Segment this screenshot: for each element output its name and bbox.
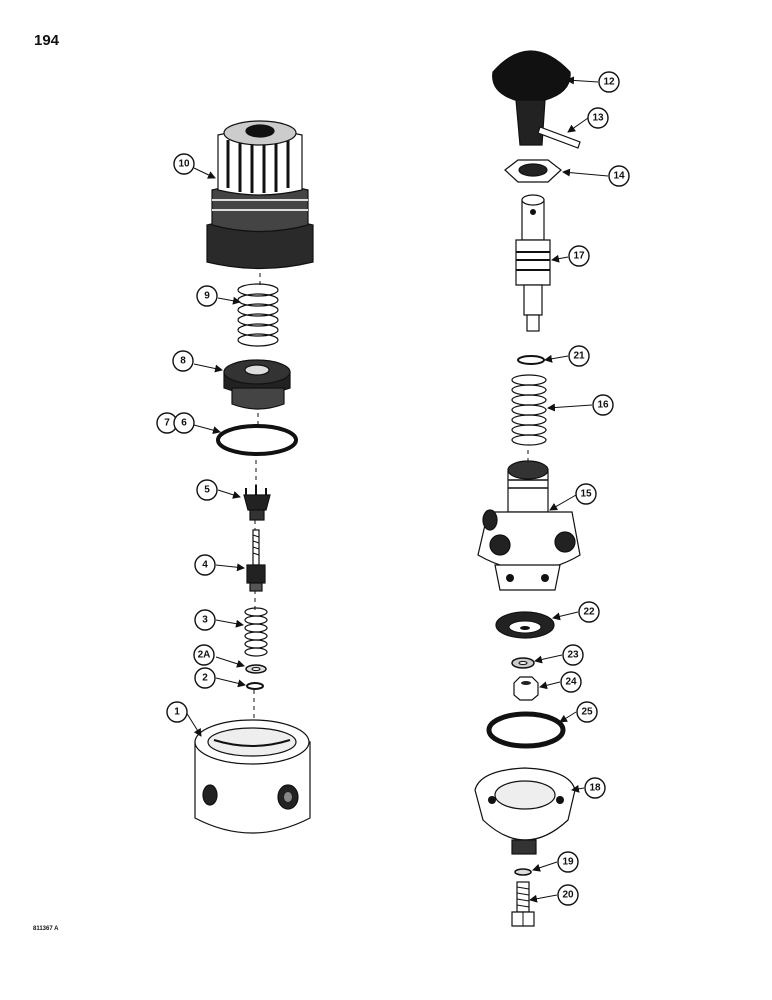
- part-1-valve-body: [194, 719, 311, 834]
- svg-text:5: 5: [204, 485, 210, 496]
- page-number: 194: [34, 32, 60, 49]
- callout-8: 8: [172, 350, 194, 372]
- svg-text:15: 15: [580, 489, 592, 500]
- part-24-nut: [513, 676, 539, 701]
- svg-text:23: 23: [567, 650, 579, 661]
- callout-23: 23: [562, 644, 584, 666]
- callout-4: 4: [194, 554, 216, 576]
- svg-text:2A: 2A: [198, 650, 211, 661]
- svg-text:10: 10: [178, 159, 190, 170]
- svg-text:24: 24: [565, 677, 577, 688]
- part-18-cover: [474, 767, 576, 855]
- callout-15: 15: [575, 483, 597, 505]
- callout-16: 16: [592, 394, 614, 416]
- callout-12: 12: [598, 71, 620, 93]
- svg-text:8: 8: [180, 356, 186, 367]
- callout-21: 21: [568, 345, 590, 367]
- part-9-spring: [237, 283, 279, 347]
- part-15-valve-housing: [477, 460, 581, 591]
- callout-6: 6: [173, 412, 195, 434]
- part-16-spring: [511, 374, 547, 446]
- part-3-spring: [244, 607, 268, 657]
- part-14-hex-nut: [504, 159, 562, 183]
- svg-text:20: 20: [562, 890, 574, 901]
- svg-text:16: 16: [597, 400, 609, 411]
- callout-5: 5: [196, 479, 218, 501]
- svg-text:2: 2: [202, 673, 208, 684]
- svg-text:12: 12: [603, 77, 615, 88]
- part-21-ring: [517, 355, 545, 365]
- part-5-valve-head: [243, 485, 271, 521]
- callout-2a: 2A: [193, 644, 215, 666]
- callout-18: 18: [584, 777, 606, 799]
- svg-text:6: 6: [181, 418, 187, 429]
- part-2a-washer: [245, 664, 267, 674]
- svg-text:14: 14: [613, 171, 625, 182]
- svg-text:17: 17: [573, 251, 585, 262]
- callout-2: 2: [194, 667, 216, 689]
- svg-text:1: 1: [174, 707, 180, 718]
- part-12-knob: [492, 50, 571, 146]
- part-4-valve-stem: [246, 529, 266, 592]
- part-8-bonnet: [223, 359, 291, 410]
- callout-19: 19: [557, 851, 579, 873]
- part-20-bolt: [511, 881, 535, 927]
- drawing-code: 811367 A: [33, 926, 59, 932]
- svg-text:18: 18: [589, 783, 601, 794]
- part-22-diaphragm: [495, 611, 555, 639]
- part-6-7-o-ring: [216, 424, 298, 456]
- svg-text:19: 19: [562, 857, 574, 868]
- callout-14: 14: [608, 165, 630, 187]
- callout-24: 24: [560, 671, 582, 693]
- part-19-washer: [514, 868, 532, 876]
- callout-22: 22: [578, 601, 600, 623]
- part-10-adjusting-cap: [206, 120, 314, 270]
- part-25-gasket: [486, 711, 566, 749]
- callout-25: 25: [576, 701, 598, 723]
- callout-1: 1: [166, 701, 188, 723]
- svg-text:13: 13: [592, 113, 604, 124]
- svg-text:25: 25: [581, 707, 593, 718]
- part-13-pin: [537, 126, 581, 149]
- leader-lines: [185, 76, 609, 903]
- callout-3: 3: [194, 609, 216, 631]
- part-23-washer: [511, 657, 535, 669]
- callout-9: 9: [196, 285, 218, 307]
- part-17-stem: [515, 194, 551, 332]
- callout-13: 13: [587, 107, 609, 129]
- part-2-seal: [246, 682, 264, 690]
- svg-text:7: 7: [164, 418, 170, 429]
- callout-10: 10: [173, 153, 195, 175]
- svg-text:21: 21: [573, 351, 585, 362]
- callout-20: 20: [557, 884, 579, 906]
- svg-text:4: 4: [202, 560, 208, 571]
- svg-text:3: 3: [202, 615, 208, 626]
- svg-text:22: 22: [583, 607, 595, 618]
- svg-text:9: 9: [204, 291, 210, 302]
- callout-17: 17: [568, 245, 590, 267]
